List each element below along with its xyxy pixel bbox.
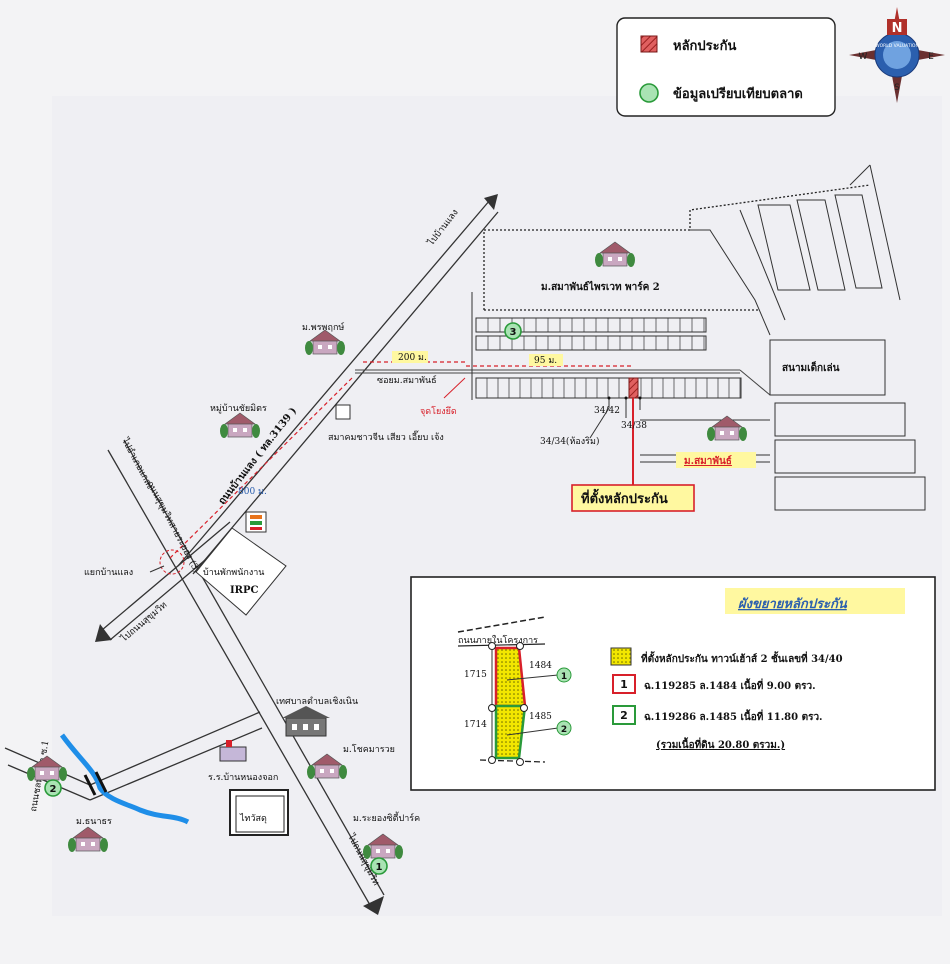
- ref-point-label: จุดโยงยึด: [420, 406, 457, 417]
- inset-title: ผังขยายหลักประกัน: [738, 597, 848, 612]
- inset-total: (รวมเนื้อที่ดิน 20.80 ตรวม.): [656, 737, 785, 751]
- tessaban-icon: [282, 706, 330, 737]
- seven-eleven-icon: [245, 511, 267, 533]
- inset-lot-1485-label: 1485: [529, 712, 552, 722]
- legend-comparables: ข้อมูลเปรียบเทียบตลาด: [673, 86, 803, 102]
- comparable-swatch: [639, 83, 659, 103]
- inset-lot-1484-label: 1484: [529, 661, 552, 671]
- pruksa-label: ม.พรพฤกษ์: [302, 321, 345, 333]
- house-number-pointers: [589, 396, 642, 439]
- thaiwatsadu-building: [229, 789, 289, 836]
- rayong-city-label: ม.ระยองซิตี้ปาร์ค: [353, 811, 420, 824]
- legend: หลักประกัน ข้อมูลเปรียบเทียบตลาด: [616, 17, 836, 117]
- svg-text:2: 2: [50, 784, 57, 795]
- compass-n: N: [892, 21, 903, 36]
- house-34-42: 34/42: [594, 406, 620, 416]
- house-34-38: 34/38: [621, 421, 647, 431]
- svg-text:1: 1: [620, 678, 628, 691]
- inset-road-label: ถนนภายในโครงการ: [458, 635, 538, 646]
- inset-legend-site: ที่ตั้งหลักประกัน ทาวน์เฮ้าส์ 2 ชั้นเลขท…: [641, 651, 843, 665]
- svg-text:3: 3: [510, 327, 517, 338]
- distance-95: 95 ม.: [534, 356, 557, 366]
- inset-deed-2: ฉ.119286 ล.1485 เนื้อที่ 11.80 ตรว.: [644, 709, 823, 723]
- collateral-callout: ที่ตั้งหลักประกัน: [571, 398, 695, 512]
- comparable-marker-3: 3: [504, 322, 522, 340]
- legend-collateral: หลักประกัน: [673, 39, 736, 54]
- irpc-worker-label: บ้านพักพนักงาน: [203, 567, 264, 578]
- tessaban-label: เทศบาลตำบลเชิงเนิน: [276, 696, 358, 707]
- svg-text:2: 2: [620, 709, 628, 722]
- school-label: ร.ร.บ้านหนองจอก: [208, 772, 278, 783]
- svg-text:1: 1: [376, 862, 383, 873]
- compass-brand: WORLD VALUATION: [875, 43, 919, 49]
- soi-samaphan-label: ซอยม.สมาพันธ์: [377, 374, 437, 386]
- sukhumvit-road: [107, 439, 385, 915]
- thanathon-label: ม.ธนาธร: [76, 817, 112, 827]
- samaphan-park-label: ม.สมาพันธ์ไพรเวท พาร์ค 2: [541, 280, 660, 293]
- compass-e: E: [928, 52, 934, 62]
- inset-detail: ผังขยายหลักประกัน ถนนภายในโครงการ 1715 1…: [410, 576, 936, 791]
- soi-samaphan-road: [355, 369, 771, 396]
- collateral-swatch: [640, 35, 658, 53]
- house-34-34: 34/34(ห้องริม): [540, 436, 599, 447]
- inset-lot-1485: [494, 704, 527, 760]
- collateral-callout-label: ที่ตั้งหลักประกัน: [581, 488, 668, 507]
- inset-lot-1484: [494, 646, 527, 708]
- chokmarouy-label: ม.โชคมารวย: [343, 744, 395, 755]
- chinese-assoc-icon: [335, 404, 351, 420]
- inset-lot-1714: 1714: [464, 720, 487, 730]
- compass-icon: N S W E WORLD VALUATION: [849, 7, 945, 103]
- thaiwatsadu-label: ไทวัสดุ: [239, 813, 267, 824]
- distance-800: 800 ม.: [238, 487, 267, 497]
- distance-200: 200 ม.: [398, 353, 427, 363]
- inset-deed-1: ฉ.119285 ล.1484 เนื้อที่ 9.00 ตรว.: [644, 678, 816, 692]
- bridge: [83, 771, 108, 796]
- inset-n1: 1: [561, 672, 567, 682]
- collateral-site-marker: [628, 377, 639, 399]
- irpc-block: [195, 527, 287, 616]
- intersection-label: แยกบ้านแลง: [84, 567, 133, 578]
- samaphan-label: ม.สมาพันธ์: [684, 455, 732, 467]
- lower-road: [4, 711, 263, 801]
- chinese-assoc-label: สมาคมชาวจีน เสียว เอี๊ยบ เจ้ง: [328, 430, 444, 443]
- comparable-marker-2: 2: [44, 779, 62, 797]
- compass-w: W: [859, 52, 868, 62]
- comparable-marker-1: 1: [370, 857, 388, 875]
- river: [59, 733, 190, 825]
- irpc-label: IRPC: [230, 585, 259, 596]
- playground-label: สนามเด็กเล่น: [782, 360, 840, 374]
- compass-s: S: [894, 83, 900, 93]
- school-icon: [219, 740, 247, 762]
- inset-lot-1715: 1715: [464, 670, 487, 680]
- ban-laeng-road: [177, 194, 499, 575]
- inset-n2: 2: [561, 725, 567, 735]
- chaimit-label: หมู่บ้านชัยมิตร: [210, 403, 267, 414]
